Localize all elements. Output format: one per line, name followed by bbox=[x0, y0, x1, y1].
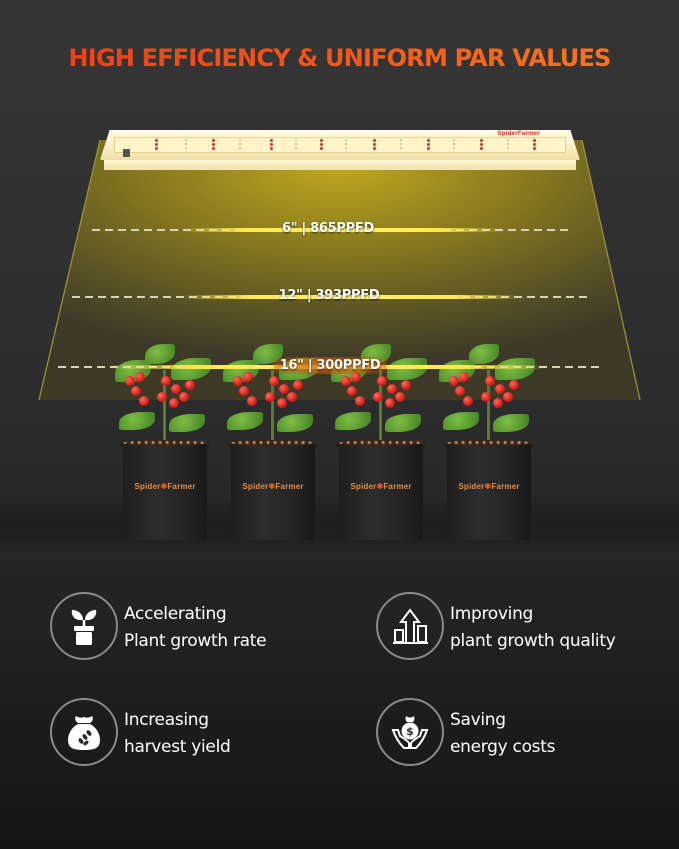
led-grow-light-fixture: SpiderFarmer bbox=[100, 130, 580, 170]
tomato-plant-pot: Spider✱Farmer bbox=[105, 340, 225, 540]
glow-line bbox=[182, 228, 502, 232]
plant-pot-icon bbox=[50, 592, 118, 660]
measure-12in: 12" | 393PPFD bbox=[72, 287, 590, 307]
feature-subtitle: energy costs bbox=[450, 737, 556, 757]
feature-growth-rate: Accelerating Plant growth rate bbox=[40, 592, 330, 664]
tomato-plant-pot: Spider✱Farmer bbox=[429, 340, 549, 540]
feature-subtitle: Plant growth rate bbox=[124, 631, 267, 651]
driver-knob bbox=[123, 149, 130, 157]
pot-brand: Spider✱Farmer bbox=[134, 482, 196, 491]
headline: HIGH EFFICIENCY & UNIFORM PAR VALUES bbox=[0, 44, 679, 72]
harvest-sack-icon bbox=[50, 698, 118, 766]
money-hands-icon: $ bbox=[376, 698, 444, 766]
feature-title: Accelerating bbox=[124, 604, 227, 624]
measure-label: 16" | 300PPFD bbox=[273, 357, 387, 374]
feature-title: Increasing bbox=[124, 710, 209, 730]
pot-brand: Spider✱Farmer bbox=[350, 482, 412, 491]
feature-energy-savings: $ Saving energy costs bbox=[366, 698, 656, 770]
feature-subtitle: harvest yield bbox=[124, 737, 231, 757]
glow-line bbox=[182, 295, 522, 299]
led-strip bbox=[114, 137, 566, 157]
fixture-diffuser bbox=[104, 160, 576, 170]
fixture-brand: SpiderFarmer bbox=[497, 131, 540, 137]
pot-brand: Spider✱Farmer bbox=[458, 482, 520, 491]
measure-label: 6" | 865PPFD bbox=[282, 221, 374, 236]
measure-6in: 6" | 865PPFD bbox=[92, 220, 570, 240]
feature-growth-quality: Improving plant growth quality bbox=[366, 592, 656, 664]
svg-text:$: $ bbox=[406, 725, 414, 738]
feature-subtitle: plant growth quality bbox=[450, 631, 616, 651]
pot-brand: Spider✱Farmer bbox=[242, 482, 304, 491]
feature-title: Improving bbox=[450, 604, 534, 624]
measure-16in: 16" | 300PPFD bbox=[58, 357, 604, 377]
tomato-plant-pot: Spider✱Farmer bbox=[321, 340, 441, 540]
feature-title: Saving bbox=[450, 710, 506, 730]
measure-label: 12" | 393PPFD bbox=[278, 288, 380, 303]
growth-arrow-bars-icon bbox=[376, 592, 444, 660]
feature-harvest-yield: Increasing harvest yield bbox=[40, 698, 330, 770]
